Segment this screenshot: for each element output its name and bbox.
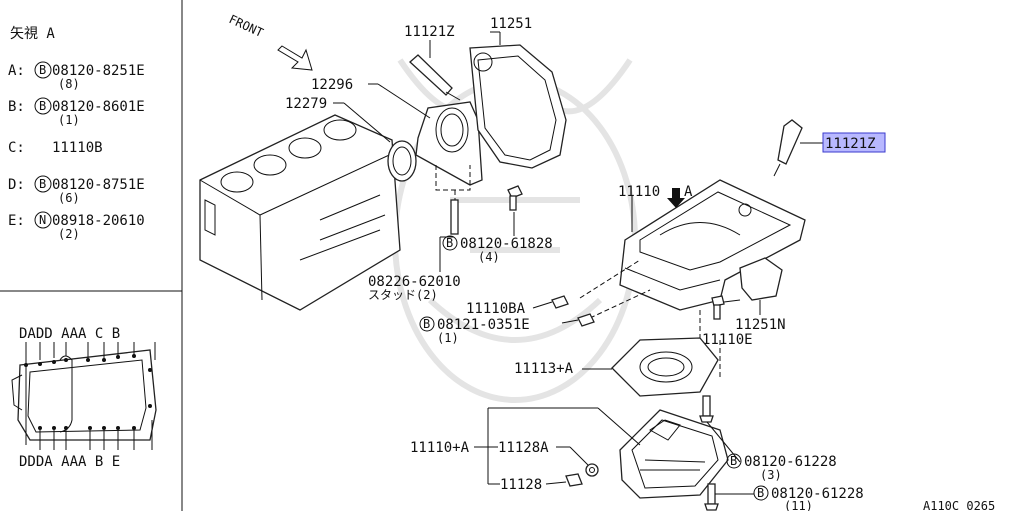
seal-retainer: 12296 [311, 77, 483, 205]
legend-circle-letter: B [39, 63, 46, 77]
view-bottom-letters: DDDA AAA B E [19, 454, 120, 470]
label-11110BA: 11110BA [466, 301, 526, 317]
circle-b-61228-3: B [730, 454, 737, 468]
oil-pan-view-a: DADD AAA C B DDDA AAA B E [11, 326, 157, 470]
legend-row-c: C: 11110B [8, 140, 103, 156]
gasket-11113A: 11113+A [514, 337, 719, 397]
label-stud: 08226-62010 [368, 274, 461, 290]
legend-circle-letter: N [39, 213, 46, 227]
label-11121Z-top: 11121Z [404, 24, 455, 40]
bolt-11110E: 11110E [702, 295, 753, 348]
legend-row-d: D: B 08120-8751E(6) [8, 175, 145, 205]
legend-key: C: [8, 140, 25, 156]
engine-block [199, 114, 401, 311]
legend-circle-letter: B [39, 99, 46, 113]
bolt-61228-3: B 08120-61228 (3) [699, 395, 837, 482]
legend-row-e: E: N 08918-20610(2) [8, 211, 145, 241]
legend-row-b: B: B 08120-8601E(1) [8, 97, 145, 127]
upper-oil-pan: 11110 A [618, 179, 806, 311]
label-11128A: 11128A [498, 440, 549, 456]
label-11121Z-highlight: 11121Z [825, 136, 876, 152]
legend-circle-marker [34, 211, 52, 229]
legend-key: A: [8, 63, 25, 79]
bolt-61828: B 08120-61828 (4) [442, 185, 553, 264]
legend-circle-marker [34, 61, 52, 79]
label-12296: 12296 [311, 77, 353, 93]
label-11113A: 11113+A [514, 361, 574, 377]
legend-panel: 矢視 A [0, 0, 183, 511]
label-bolt-61828-qty: (4) [478, 250, 500, 264]
sealant-tube-right [773, 119, 824, 177]
label-11251N: 11251N [735, 317, 786, 333]
label-11110: 11110 [618, 184, 660, 200]
bolt-61228-11: B 08120-61228 (11) [704, 483, 864, 511]
legend-part-number: 08120-8751E [52, 177, 145, 193]
label-11128: 11128 [500, 477, 542, 493]
legend-quantity: (1) [58, 113, 80, 127]
circle-b-0351E: B [423, 317, 430, 331]
label-11251: 11251 [490, 16, 532, 32]
circle-b-61828: B [446, 236, 453, 250]
label-bolt-61228-3: 08120-61228 [744, 454, 837, 470]
label-12279: 12279 [285, 96, 327, 112]
diagram-code: A110C 0265 [923, 499, 995, 511]
label-bolt-61228-11: 08120-61228 [771, 486, 864, 502]
front-indicator: FRONT [227, 12, 313, 71]
circle-b-61228-11: B [757, 486, 764, 500]
legend-part-number: 08120-8601E [52, 99, 145, 115]
legend-key: B: [8, 99, 25, 115]
cover-11251N: 11251N [735, 257, 786, 333]
legend-quantity: (6) [58, 191, 80, 205]
label-bolt-61228-3-qty: (3) [760, 468, 782, 482]
label-view-A-marker: A [684, 184, 693, 200]
highlighted-part-11121Z[interactable]: 11121Z [822, 132, 886, 153]
bolt-0351E: B 08121-0351E (1) [419, 313, 595, 345]
legend-row-a: A: B 08120-8251E(8) [8, 61, 145, 91]
sealant-tube-top: 11121Z [404, 24, 461, 101]
legend-items: A: B 08120-8251E(8) B: B 08120-8601E(1) C: 1111… [8, 61, 145, 241]
legend-key: D: [8, 177, 25, 193]
label-11110A: 11110+A [410, 440, 470, 456]
label-bolt-61228-11-qty: (11) [784, 499, 813, 511]
rear-oil-seal: 12279 [285, 96, 417, 182]
legend-circle-letter: B [39, 177, 46, 191]
legend-key: E: [8, 213, 25, 229]
bolt-11110BA: 11110BA [466, 295, 569, 317]
label-bolt-61828: 08120-61828 [460, 236, 553, 252]
rear-plate-gasket: 11251 [469, 16, 567, 169]
legend-part-number: 08918-20610 [52, 213, 145, 229]
legend-part-number: 08120-8251E [52, 63, 145, 79]
label-bolt-0351E-qty: (1) [437, 331, 459, 345]
legend-quantity: (2) [58, 227, 80, 241]
legend-circle-marker [34, 97, 52, 115]
view-top-letters: DADD AAA C B [19, 326, 120, 342]
legend-part-number: 11110B [52, 140, 103, 156]
lower-oil-pan [619, 409, 729, 499]
stud-bolt: 08226-62010 スタッド(2) [368, 199, 461, 302]
assembly-11110A: 11110+A 11128A 11128 [410, 407, 641, 493]
view-title: 矢視 A [10, 26, 55, 42]
legend-quantity: (8) [58, 77, 80, 91]
label-11110E: 11110E [702, 332, 753, 348]
label-bolt-0351E: 08121-0351E [437, 317, 530, 333]
front-label: FRONT [227, 12, 266, 40]
legend-circle-marker [34, 175, 52, 193]
label-stud-sub: スタッド(2) [368, 288, 438, 302]
